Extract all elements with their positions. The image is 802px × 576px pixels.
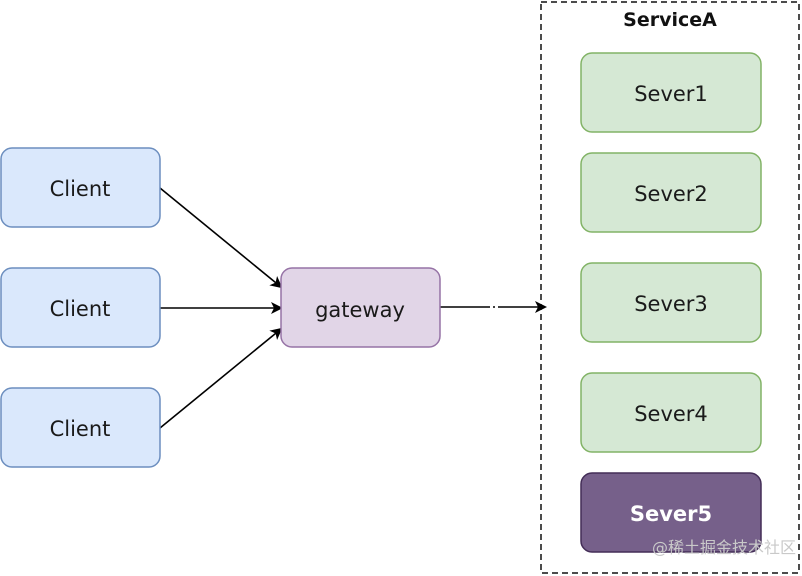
gateway-label: gateway — [315, 298, 405, 322]
server-node-5[interactable]: Sever5 — [580, 472, 762, 553]
client-node[interactable]: Client — [0, 147, 161, 228]
client-box — [0, 147, 161, 228]
server-box-highlighted — [580, 472, 762, 553]
client-box — [0, 267, 161, 348]
edges — [159, 187, 547, 429]
service-group-border — [540, 1, 800, 574]
edge-client3-gateway — [159, 327, 283, 429]
gateway-box — [280, 267, 441, 348]
server-node-3[interactable]: Sever3 — [580, 262, 762, 343]
server-node-1[interactable]: Sever1 — [580, 52, 762, 133]
server-label: Sever1 — [634, 82, 708, 106]
client-node[interactable]: Client — [0, 267, 161, 348]
server-node-2[interactable]: Sever2 — [580, 152, 762, 233]
client-node[interactable]: Client — [0, 387, 161, 468]
client-box — [0, 387, 161, 468]
client-label: Client — [50, 297, 111, 321]
service-group-title: ServiceA — [623, 9, 717, 31]
server-box — [580, 262, 762, 343]
server-label: Sever5 — [630, 502, 712, 526]
service-group: ServiceA — [540, 1, 800, 574]
server-box — [580, 152, 762, 233]
server-label: Sever2 — [634, 182, 708, 206]
server-box — [580, 52, 762, 133]
gateway-node[interactable]: gateway — [280, 267, 441, 348]
client-label: Client — [50, 417, 111, 441]
server-node-4[interactable]: Sever4 — [580, 372, 762, 453]
watermark: @稀土掘金技术社区 — [652, 538, 796, 557]
server-label: Sever3 — [634, 292, 708, 316]
server-label: Sever4 — [634, 402, 708, 426]
edge-client1-gateway — [159, 187, 283, 289]
server-box — [580, 372, 762, 453]
client-label: Client — [50, 177, 111, 201]
